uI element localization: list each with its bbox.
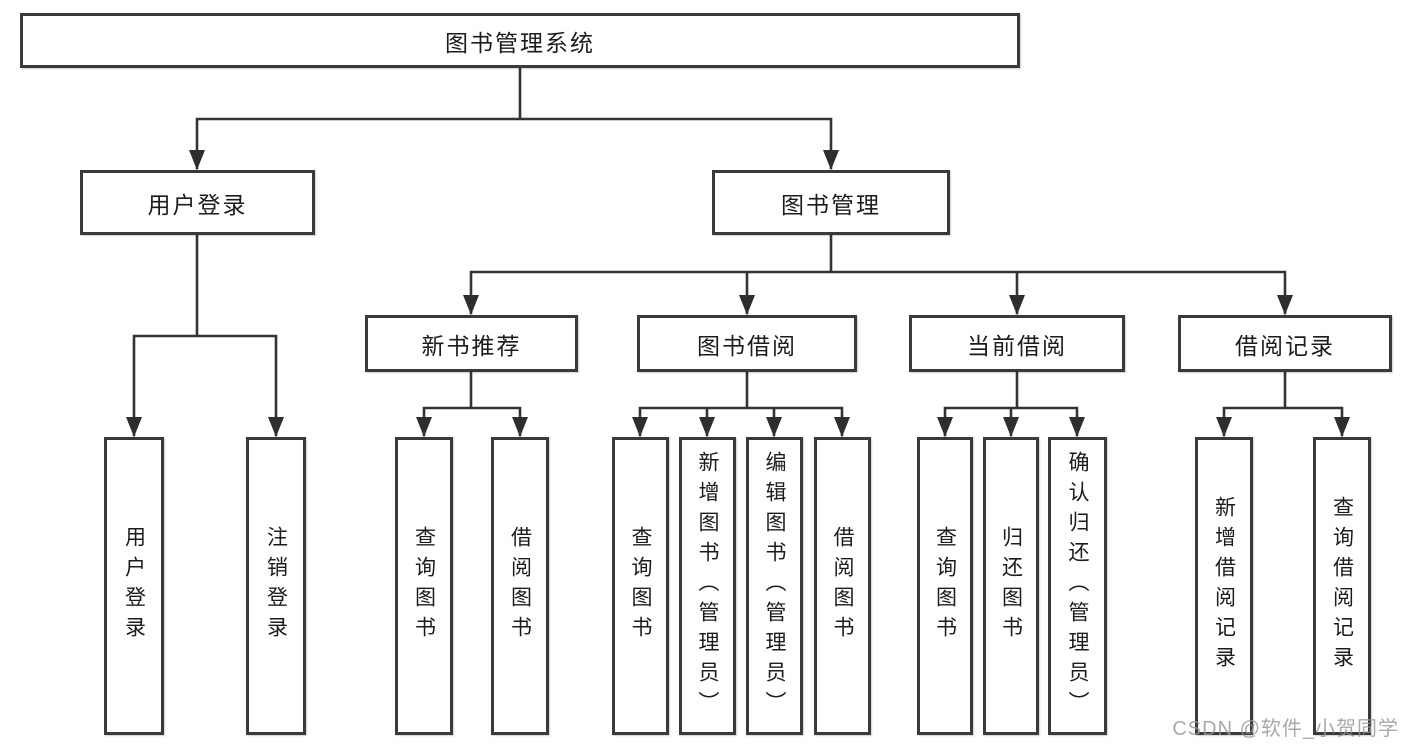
leaf-br-query-record: 查询借阅记录 [1313, 437, 1371, 735]
leaf-cb-return-books-label: 归还图书 [999, 526, 1023, 646]
leaf-bb-add-books-admin: 新增图书（管理员） [679, 437, 736, 735]
leaf-cb-confirm-return-admin-label: 确认归还（管理员） [1066, 451, 1089, 721]
node-book-borrowing: 图书借阅 [637, 315, 857, 372]
node-root-label: 图书管理系统 [445, 29, 595, 56]
arrowhead [699, 417, 715, 437]
leaf-bb-borrow-books: 借阅图书 [814, 437, 871, 735]
node-book-management-label: 图书管理 [781, 191, 881, 218]
node-root: 图书管理系统 [20, 13, 1020, 68]
leaf-logout-login: 注销登录 [246, 437, 306, 735]
node-borrow-records-label: 借阅记录 [1235, 332, 1335, 359]
arrowhead [823, 150, 839, 170]
node-user-login: 用户登录 [80, 170, 315, 235]
leaf-cb-return-books: 归还图书 [983, 437, 1039, 735]
arrowhead [739, 295, 755, 315]
arrowhead [126, 417, 142, 437]
arrowhead [937, 417, 953, 437]
leaf-cb-query-books: 查询图书 [917, 437, 973, 735]
leaf-nb-query-books: 查询图书 [395, 437, 453, 735]
arrowhead [766, 417, 782, 437]
node-book-borrowing-label: 图书借阅 [697, 332, 797, 359]
node-book-management: 图书管理 [712, 170, 950, 235]
node-borrow-records: 借阅记录 [1178, 315, 1392, 372]
leaf-bb-query-books: 查询图书 [612, 437, 669, 735]
arrowhead [1277, 295, 1293, 315]
leaf-bb-add-books-admin-label: 新增图书（管理员） [696, 451, 719, 721]
leaf-nb-query-books-label: 查询图书 [412, 526, 436, 646]
arrowhead [1069, 417, 1085, 437]
leaf-bb-borrow-books-label: 借阅图书 [831, 526, 854, 646]
node-new-book-recommend: 新书推荐 [365, 315, 578, 372]
leaf-cb-query-books-label: 查询图书 [933, 526, 957, 646]
arrowhead [189, 150, 205, 170]
node-current-borrowing-label: 当前借阅 [967, 332, 1067, 359]
leaf-bb-query-books-label: 查询图书 [629, 526, 652, 646]
connector-path [132, 66, 1344, 437]
arrowhead [1334, 417, 1350, 437]
leaf-bb-edit-books-admin: 编辑图书（管理员） [746, 437, 803, 735]
arrowhead [463, 295, 479, 315]
arrowhead [1216, 417, 1232, 437]
leaf-bb-edit-books-admin-label: 编辑图书（管理员） [763, 451, 786, 721]
leaf-nb-borrow-books-label: 借阅图书 [508, 526, 532, 646]
arrowheads [126, 150, 1350, 437]
arrowhead [834, 417, 850, 437]
leaf-br-add-record-label: 新增借阅记录 [1212, 496, 1236, 676]
leaf-user-login-label: 用户登录 [122, 526, 146, 646]
leaf-logout-login-label: 注销登录 [264, 526, 288, 646]
leaf-cb-confirm-return-admin: 确认归还（管理员） [1048, 437, 1107, 735]
node-new-book-recommend-label: 新书推荐 [421, 332, 522, 359]
node-current-borrowing: 当前借阅 [909, 315, 1125, 372]
arrowhead [1003, 417, 1019, 437]
leaf-user-login: 用户登录 [104, 437, 164, 735]
arrowhead [416, 417, 432, 437]
arrowhead [512, 417, 528, 437]
arrowhead [632, 417, 648, 437]
node-user-login-label: 用户登录 [147, 191, 248, 218]
leaf-nb-borrow-books: 借阅图书 [491, 437, 549, 735]
leaf-br-query-record-label: 查询借阅记录 [1330, 496, 1354, 676]
arrowhead [268, 417, 284, 437]
arrowhead [1009, 295, 1025, 315]
csdn-watermark: CSDN @软件_小贺同学 [1172, 718, 1399, 740]
leaf-br-add-record: 新增借阅记录 [1195, 437, 1253, 735]
